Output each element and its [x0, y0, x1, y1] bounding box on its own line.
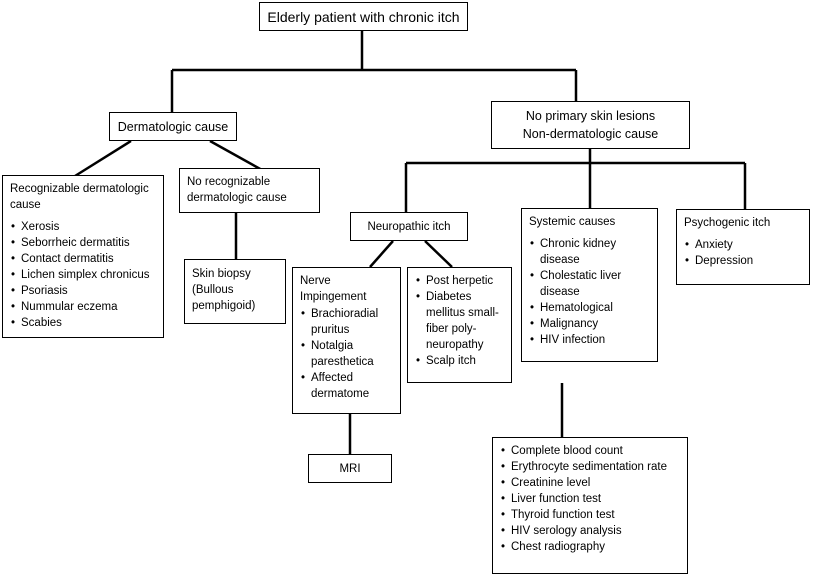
diagnostic-tests-list: Complete blood count Erythrocyte sedimen… — [500, 443, 683, 555]
skin-biopsy-line1: Skin biopsy — [192, 268, 251, 280]
no-recognizable-heading: No recognizable dermatologic cause — [187, 176, 287, 204]
list-item: Scalp itch — [415, 353, 507, 369]
list-item: Seborrheic dermatitis — [10, 235, 159, 251]
list-item: Scabies — [10, 315, 159, 331]
recognizable-heading: Recognizable dermatologic cause — [10, 183, 149, 211]
root-node: Elderly patient with chronic itch — [259, 2, 468, 31]
list-item: Psoriasis — [10, 283, 159, 299]
list-item: HIV serology analysis — [500, 523, 683, 539]
neuropathic-other-list: Post herpetic Diabetes mellitus small-fi… — [415, 273, 507, 369]
list-item: Post herpetic — [415, 273, 507, 289]
list-item: Diabetes mellitus small-fiber poly-neuro… — [415, 289, 507, 353]
psychogenic-itch-heading: Psychogenic itch — [684, 217, 771, 229]
nerve-impingement-node: Nerve Impingement Brachioradial pruritus… — [292, 267, 401, 414]
connector-derm-to-norecognizable — [209, 139, 263, 172]
dermatologic-cause-label: Dermatologic cause — [117, 119, 229, 134]
list-item: Contact dermatitis — [10, 251, 159, 267]
connector-neuro-to-other — [424, 240, 453, 268]
skin-biopsy-line2: (Bullous pemphigoid) — [192, 284, 256, 312]
psychogenic-itch-list: Anxiety Depression — [684, 237, 805, 269]
list-item: Cholestatic liver disease — [529, 268, 653, 300]
list-item: Thyroid function test — [500, 507, 683, 523]
neuropathic-itch-label: Neuropathic itch — [367, 220, 451, 233]
diagnostic-tests-node: Complete blood count Erythrocyte sedimen… — [492, 437, 688, 574]
list-item: Xerosis — [10, 219, 159, 235]
skin-biopsy-node: Skin biopsy (Bullous pemphigoid) — [184, 259, 286, 324]
non-dermatologic-line1: No primary skin lesions — [525, 109, 656, 123]
list-item: Malignancy — [529, 316, 653, 332]
systemic-causes-heading: Systemic causes — [529, 216, 616, 228]
list-item: Affected dermatome — [300, 370, 396, 402]
no-recognizable-dermatologic-node: No recognizable dermatologic cause — [179, 168, 320, 213]
connector-neuro-to-nerve — [369, 240, 394, 268]
psychogenic-itch-node: Psychogenic itch Anxiety Depression — [676, 209, 810, 285]
list-item: Brachioradial pruritus — [300, 306, 396, 338]
systemic-causes-list: Chronic kidney disease Cholestatic liver… — [529, 236, 653, 348]
list-item: Notalgia paresthetica — [300, 338, 396, 370]
list-item: HIV infection — [529, 332, 653, 348]
neuropathic-itch-node: Neuropathic itch — [350, 212, 468, 241]
list-item: Complete blood count — [500, 443, 683, 459]
list-item: Erythrocyte sedimentation rate — [500, 459, 683, 475]
systemic-causes-node: Systemic causes Chronic kidney disease C… — [521, 208, 658, 362]
non-dermatologic-node: No primary skin lesions Non-dermatologic… — [491, 101, 690, 149]
list-item: Lichen simplex chronicus — [10, 267, 159, 283]
list-item: Nummular eczema — [10, 299, 159, 315]
non-dermatologic-line2: Non-dermatologic cause — [522, 127, 659, 141]
list-item: Chest radiography — [500, 539, 683, 555]
mri-node: MRI — [308, 454, 392, 483]
root-label: Elderly patient with chronic itch — [267, 8, 460, 25]
recognizable-dermatologic-node: Recognizable dermatologic cause Xerosis … — [2, 175, 164, 338]
list-item: Creatinine level — [500, 475, 683, 491]
dermatologic-cause-node: Dermatologic cause — [109, 112, 237, 141]
list-item: Liver function test — [500, 491, 683, 507]
mri-label: MRI — [339, 462, 361, 475]
connector-derm-to-recognizable — [74, 139, 132, 178]
neuropathic-other-node: Post herpetic Diabetes mellitus small-fi… — [407, 267, 512, 383]
nerve-impingement-list: Brachioradial pruritus Notalgia paresthe… — [300, 306, 396, 402]
recognizable-list: Xerosis Seborrheic dermatitis Contact de… — [10, 219, 159, 331]
list-item: Chronic kidney disease — [529, 236, 653, 268]
list-item: Hematological — [529, 300, 653, 316]
nerve-impingement-heading: Nerve Impingement — [300, 275, 367, 303]
list-item: Depression — [684, 253, 805, 269]
list-item: Anxiety — [684, 237, 805, 253]
